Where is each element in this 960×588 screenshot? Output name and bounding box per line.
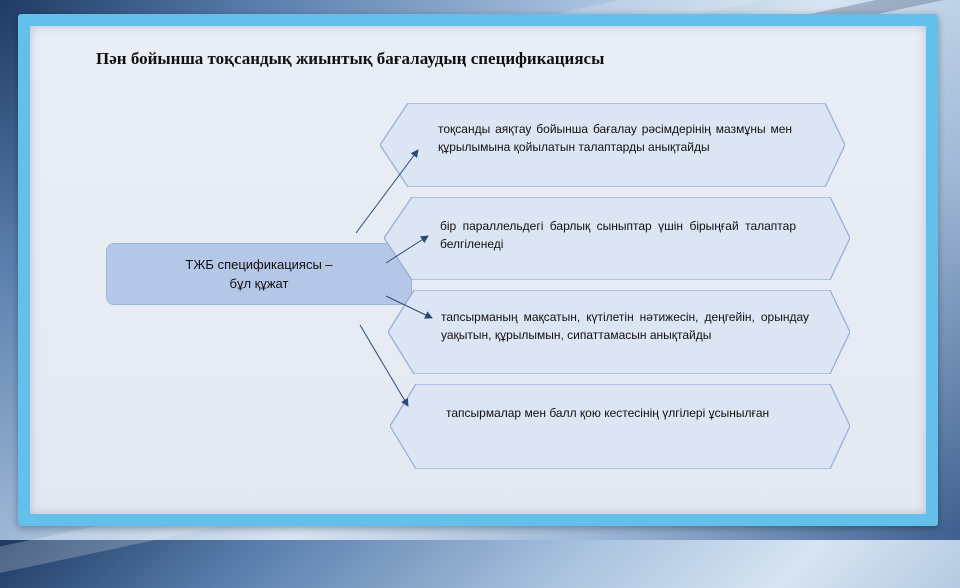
main-concept-line-1: ТЖБ спецификациясы – [185, 257, 333, 272]
slide-title: Пән бойынша тоқсандық жиынтық бағалаудың… [96, 49, 605, 68]
arrow-to-item-3 [385, 295, 433, 319]
item-text-2: бір параллельдегі барлық сыныптар үшін б… [440, 219, 796, 251]
item-shape-3: тапсырманың мақсатын, күтілетін нәтижесі… [388, 290, 850, 374]
item-text-3: тапсырманың мақсатын, күтілетін нәтижесі… [441, 310, 809, 342]
item-shape-1-outline [380, 103, 845, 187]
item-shape-1: тоқсанды аяқтау бойынша бағалау рәсімдер… [380, 103, 845, 187]
arrow-to-item-2 [385, 235, 429, 264]
item-text-1: тоқсанды аяқтау бойынша бағалау рәсімдер… [438, 122, 792, 154]
arrow-to-item-4 [359, 324, 409, 407]
item-shape-2-outline [384, 197, 850, 280]
connector-arrows [355, 149, 433, 407]
main-concept-line-2: бұл құжат [229, 276, 289, 291]
item-shape-4-outline [390, 384, 850, 469]
item-shape-2: бір параллельдегі барлық сыныптар үшін б… [384, 197, 850, 280]
arrow-to-item-1 [355, 149, 419, 234]
item-shape-3-outline [388, 290, 850, 374]
item-text-4: тапсырмалар мен балл қою кестесінің үлгі… [446, 406, 770, 420]
item-shape-4: тапсырмалар мен балл қою кестесінің үлгі… [390, 384, 850, 469]
